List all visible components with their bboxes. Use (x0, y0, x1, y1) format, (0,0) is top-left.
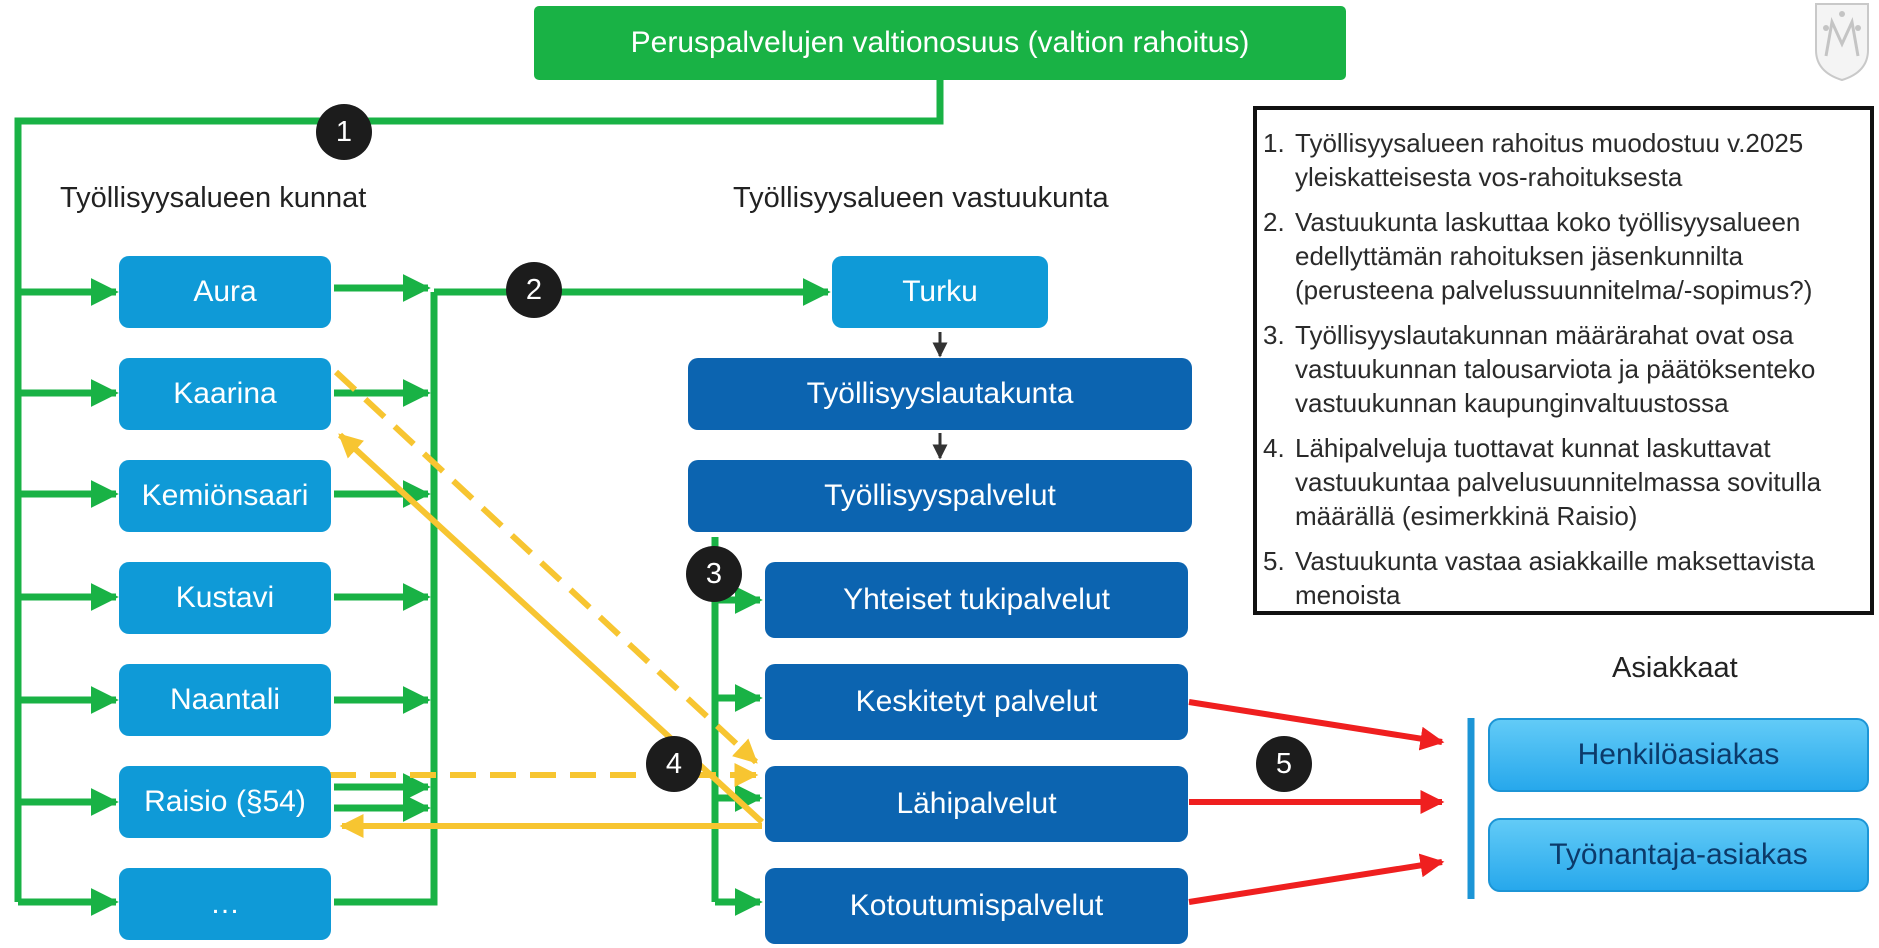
customer-employer: Työnantaja-asiakas (1488, 818, 1869, 892)
note-item: 1.Työllisyysalueen rahoitus muodostuu v.… (1263, 128, 1804, 192)
client-payment-lines (1188, 699, 1445, 905)
state-funding-box: Peruspalvelujen valtionosuus (valtion ra… (534, 6, 1346, 80)
explanations-box: 1.Työllisyysalueen rahoitus muodostuu v.… (1253, 106, 1874, 615)
customers-heading: Asiakkaat (1612, 652, 1738, 684)
badge-3: 3 (686, 546, 742, 602)
support-services-box: Yhteiset tukipalvelut (765, 562, 1188, 638)
municipality-aura: Aura (119, 256, 331, 328)
municipality-raisio: Raisio (§54) (119, 766, 331, 838)
centralized-services-box: Keskitetyt palvelut (765, 664, 1188, 740)
municipality-kemionsaari: Kemiönsaari (119, 460, 331, 532)
municipality-kaarina: Kaarina (119, 358, 331, 430)
local-services-box: Lähipalvelut (765, 766, 1188, 842)
note-item: 3.Työllisyyslautakunnan määrärahat ovat … (1263, 320, 1816, 418)
municipality-naantali: Naantali (119, 664, 331, 736)
responsible-city-box: Turku (832, 256, 1048, 328)
note-item: 5.Vastuukunta vastaa asiakkaille maksett… (1263, 546, 1815, 610)
coat-of-arms-icon (1812, 0, 1872, 82)
badge-4: 4 (646, 736, 702, 792)
note-item: 2.Vastuukunta laskuttaa koko työllisyysa… (1263, 207, 1813, 305)
badge-1: 1 (316, 104, 372, 160)
responsible-municipality-heading: Työllisyysalueen vastuukunta (733, 182, 1109, 214)
municipalities-heading: Työllisyysalueen kunnat (60, 182, 367, 214)
badge-5: 5 (1256, 736, 1312, 792)
employment-services-box: Työllisyyspalvelut (688, 460, 1192, 532)
municipality-kustavi: Kustavi (119, 562, 331, 634)
integration-services-box: Kotoutumispalvelut (765, 868, 1188, 944)
state-funding-lines (14, 80, 944, 916)
customer-individual: Henkilöasiakas (1488, 718, 1869, 792)
municipality-more: … (119, 868, 331, 940)
note-item: 4.Lähipalveluja tuottavat kunnat laskutt… (1263, 433, 1822, 531)
badge-2: 2 (506, 262, 562, 318)
employment-board-box: Työllisyyslautakunta (688, 358, 1192, 430)
